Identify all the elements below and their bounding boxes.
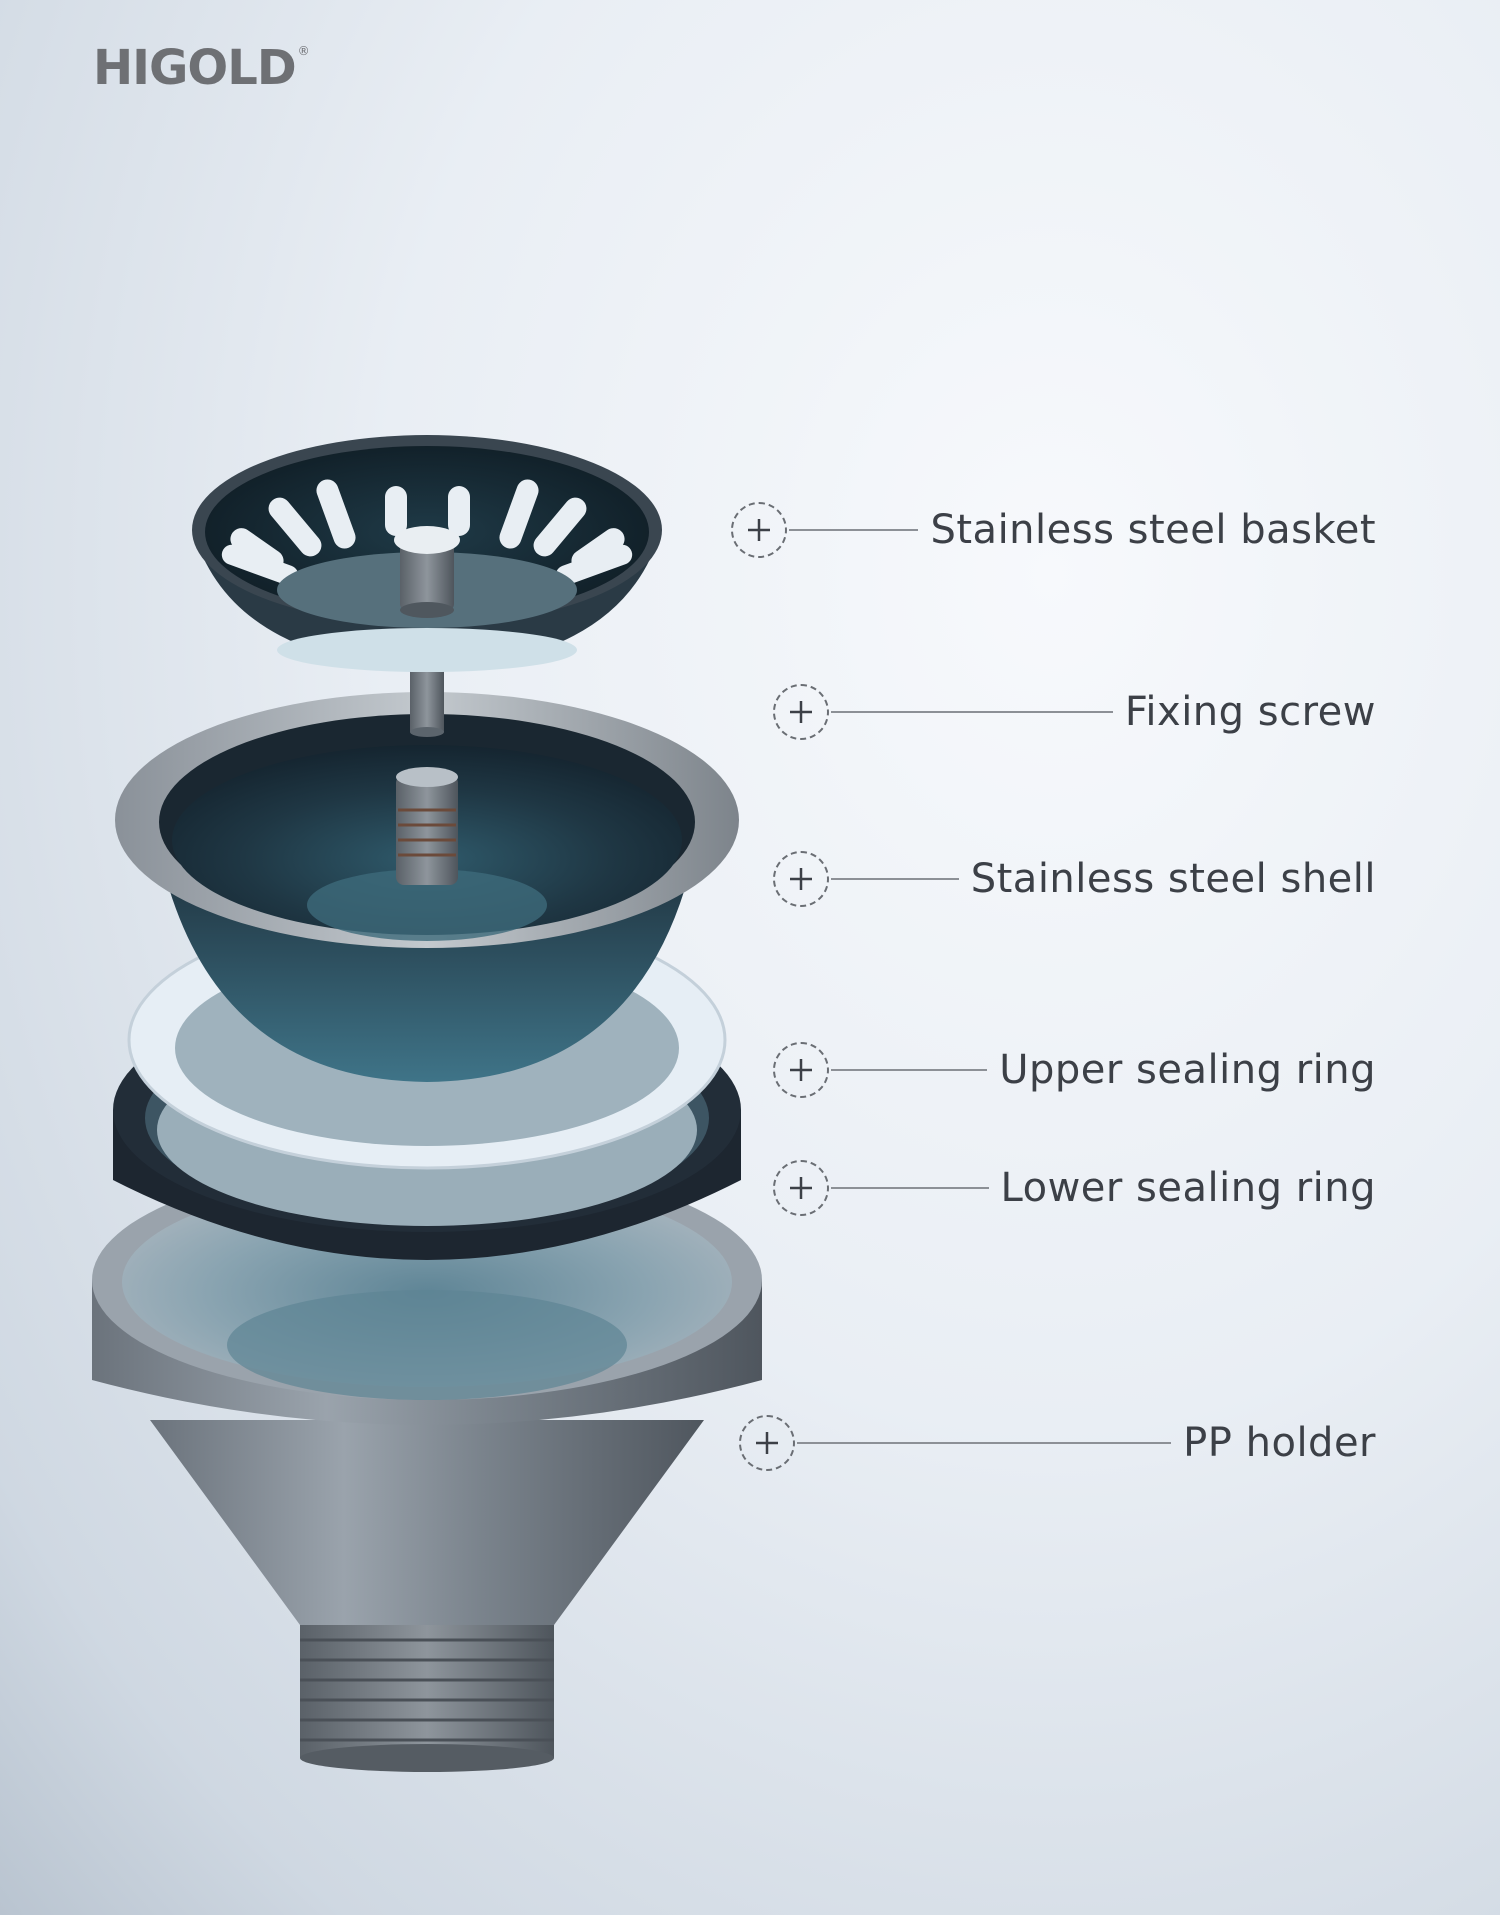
- plus-icon[interactable]: [773, 1160, 829, 1216]
- brand-logo: HIGOLD®: [93, 40, 310, 96]
- plus-icon[interactable]: [739, 1415, 795, 1471]
- leader-line: [831, 1187, 989, 1189]
- callout-label: PP holder: [1183, 1420, 1376, 1466]
- callout-stainless-steel-shell: Stainless steel shell: [773, 849, 1376, 909]
- plus-icon[interactable]: [731, 502, 787, 558]
- stainless-steel-shell-part: [115, 692, 739, 1082]
- leader-line: [797, 1442, 1172, 1444]
- callout-label: Stainless steel shell: [970, 856, 1376, 902]
- registered-mark: ®: [297, 44, 310, 58]
- plus-icon[interactable]: [773, 1042, 829, 1098]
- callout-pp-holder: PP holder: [739, 1413, 1376, 1473]
- plus-icon[interactable]: [773, 684, 829, 740]
- callout-lower-sealing-ring: Lower sealing ring: [773, 1158, 1376, 1218]
- callout-label: Upper sealing ring: [999, 1047, 1376, 1093]
- callout-label: Stainless steel basket: [930, 507, 1376, 553]
- callout-fixing-screw: Fixing screw: [773, 682, 1376, 742]
- callout-label: Lower sealing ring: [1000, 1165, 1376, 1211]
- callout-upper-sealing-ring: Upper sealing ring: [773, 1040, 1376, 1100]
- pp-holder-part: [92, 1160, 762, 1772]
- leader-line: [831, 711, 1113, 713]
- leader-line: [789, 529, 919, 531]
- callout-stainless-steel-basket: Stainless steel basket: [731, 500, 1376, 560]
- stainless-steel-basket-part: [192, 435, 662, 672]
- plus-icon[interactable]: [773, 851, 829, 907]
- brand-name: HIGOLD: [93, 40, 297, 96]
- leader-line: [831, 878, 959, 880]
- callout-label: Fixing screw: [1124, 689, 1376, 735]
- leader-line: [831, 1069, 988, 1071]
